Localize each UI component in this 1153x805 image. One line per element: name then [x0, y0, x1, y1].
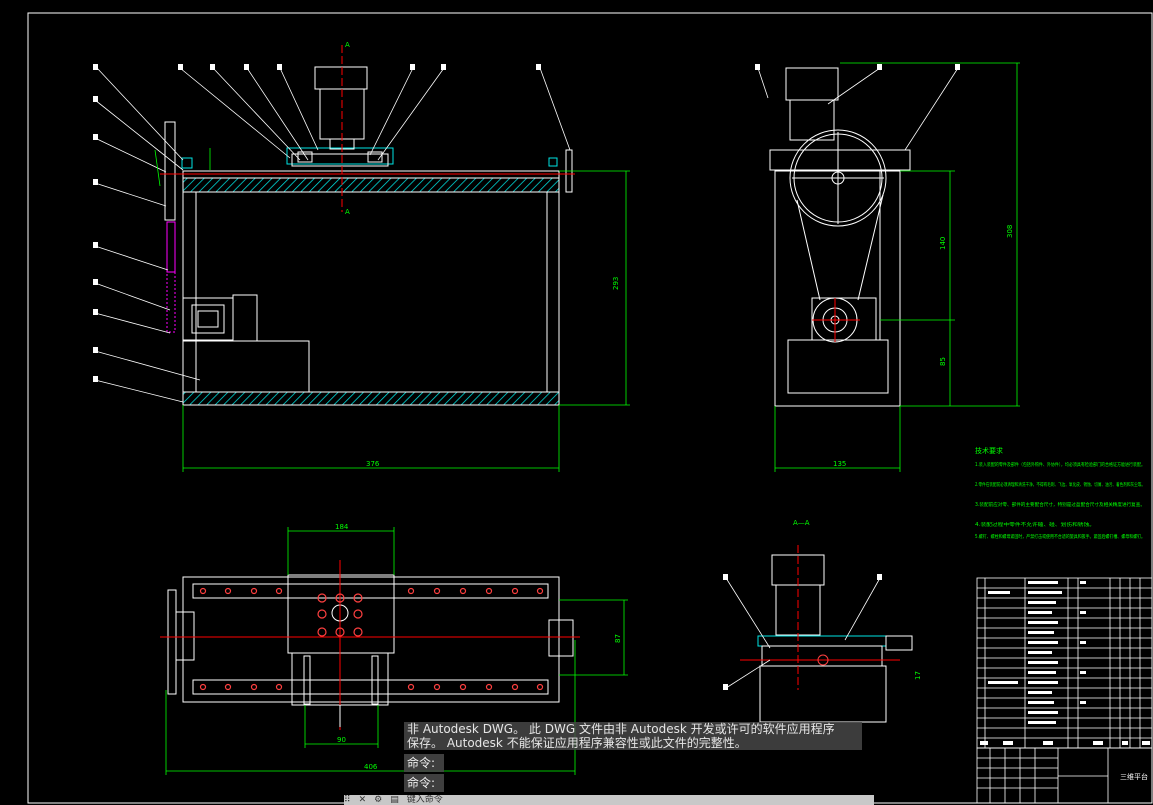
front-dimensions [154, 148, 630, 472]
svg-text:A: A [345, 41, 350, 49]
drawing-border [27, 12, 1153, 804]
dim-small-right: 17 [914, 671, 922, 680]
side-view [769, 67, 911, 407]
command-input[interactable]: 键入命令 [406, 795, 443, 805]
command-prompt-2: 命令: [404, 774, 444, 792]
warning-line-1: 非 Autodesk DWG。 此 DWG 文件由非 Autodesk 开发或许… [407, 722, 835, 736]
section-label: A—A [793, 519, 810, 527]
notes-line-4: 4.装配过程中零件不允许磕、碰、划伤和锈蚀。 [975, 521, 1095, 528]
side-balloons [755, 64, 960, 70]
side-dimensions [774, 62, 1020, 472]
title-block [976, 747, 1153, 804]
notes-title: 技术要求 [975, 446, 1003, 455]
dim-top-total: 406 [364, 763, 378, 771]
dim-top-right: 87 [614, 634, 622, 643]
top-holes [199, 587, 544, 691]
section-leaders [725, 577, 881, 689]
grip-icon[interactable]: ⠿ [344, 795, 351, 805]
dim-front-width: 376 [366, 460, 380, 468]
section-balloons [723, 574, 882, 690]
front-view: A A [160, 41, 575, 406]
command-prompt-1: 命令: [404, 754, 444, 772]
dim-front-height: 293 [612, 277, 620, 290]
title-drawing-name: 三维平台 [1120, 772, 1148, 781]
wrench-icon[interactable]: ⚙ [374, 795, 383, 805]
notes-line-1: 1.装入装配的零件及部件（包括外购件、外协件），均必须具有检验部门的合格证方能进… [975, 461, 1145, 468]
side-leaders [757, 67, 959, 151]
command-history-icon[interactable]: ▤ [390, 795, 399, 805]
notes-line-3: 3.装配前应对零、部件的主要配合尺寸，特别是过盈配合尺寸及相关精度进行复查。 [975, 501, 1145, 508]
bom-table [976, 577, 1153, 749]
dim-top-bottom: 90 [337, 736, 346, 744]
section-view [740, 545, 913, 723]
warning-line-2: 保存。 Autodesk 不能保证应用程序兼容性或此文件的完整性。 [407, 736, 747, 750]
dim-side-height: 308 [1006, 225, 1014, 238]
front-balloons [93, 64, 541, 382]
dim-side-width: 135 [833, 460, 846, 468]
svg-text:A: A [345, 208, 350, 216]
notes-line-5: 5.螺钉、螺栓和螺母紧固时，严禁打击或使用不合适的旋具和扳手。紧固后螺钉槽、螺母… [975, 533, 1145, 540]
bom-cell-fills [980, 581, 1150, 745]
dim-side-mid: 140 [939, 237, 947, 250]
top-dimensions [165, 527, 628, 775]
notes-line-2: 2.零件在装配前必须清理和清洗干净，不得有毛刺、飞边、氧化皮、锈蚀、切屑、油污、… [975, 481, 1145, 488]
close-icon[interactable]: ✕ [358, 795, 367, 805]
command-input-bar[interactable]: ⠿ ✕ ⚙ ▤ 键入命令 [344, 795, 874, 805]
top-view [160, 560, 580, 730]
dim-top-width: 184 [335, 523, 349, 531]
front-leaders [94, 67, 571, 403]
dim-side-low: 85 [939, 357, 947, 366]
command-history-warning: 非 Autodesk DWG。 此 DWG 文件由非 Autodesk 开发或许… [404, 722, 862, 750]
